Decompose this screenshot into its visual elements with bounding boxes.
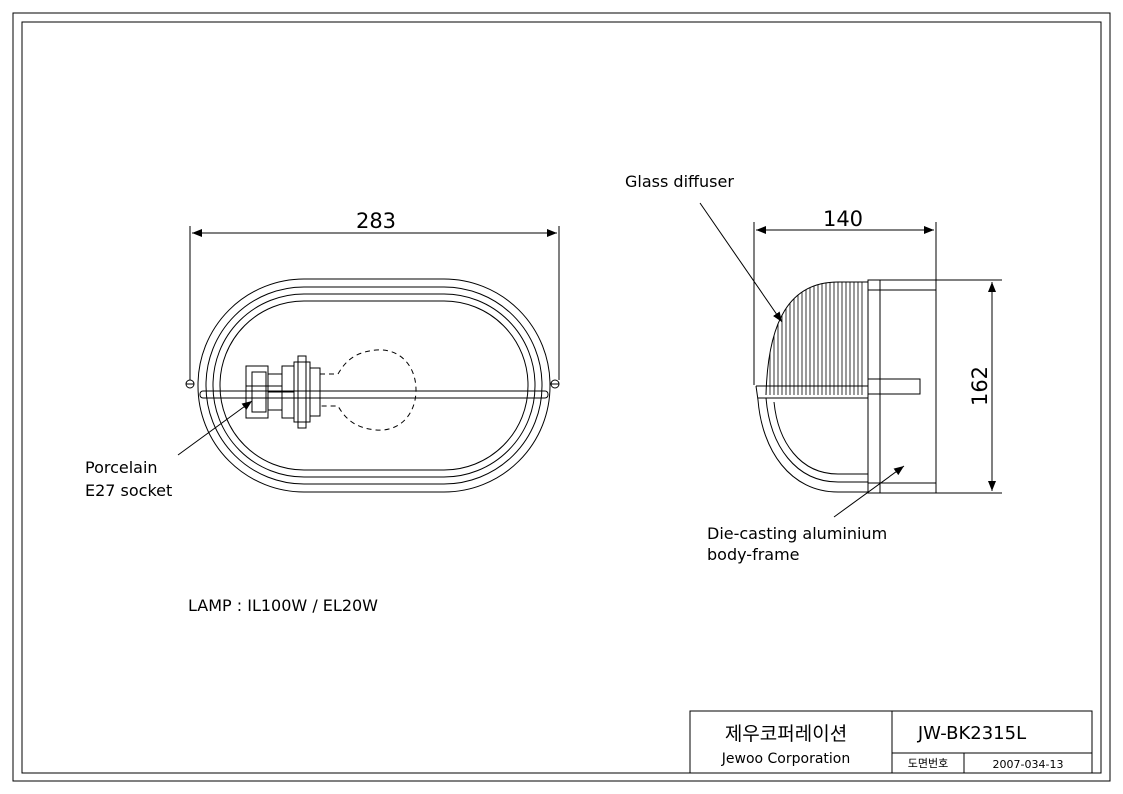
lamp-spec: LAMP : IL100W / EL20W — [188, 596, 378, 615]
title-block — [689, 710, 1093, 774]
side-bracket — [867, 378, 921, 395]
company-name-english: Jewoo Corporation — [721, 751, 850, 767]
front-width-dimension: 283 — [356, 209, 396, 233]
frame-label-line1: Die-casting aluminium — [707, 524, 887, 543]
side-height-dimension: 162 — [968, 366, 992, 406]
inner-border — [21, 21, 1102, 774]
socket-label-line2: E27 socket — [85, 481, 172, 500]
company-name-korean: 제우코퍼레이션 — [725, 723, 847, 745]
front-view — [185, 226, 560, 493]
side-guard-outer — [755, 385, 868, 493]
frame-label-line2: body-frame — [707, 545, 800, 564]
drawing-number-label: 도면번호 — [908, 757, 948, 770]
front-guard-bar — [199, 390, 549, 399]
side-depth-dimension: 140 — [823, 207, 863, 231]
front-housing-inner — [212, 293, 536, 478]
glass-ribs — [769, 282, 863, 395]
front-housing-outer — [197, 278, 551, 493]
side-view — [753, 222, 1002, 494]
lamp-bulb — [320, 349, 417, 431]
socket-label-line1: Porcelain — [85, 458, 158, 477]
leader-lines — [177, 202, 905, 518]
diffuser-label: Glass diffuser — [625, 172, 734, 191]
body-frame — [867, 279, 937, 494]
outer-border — [12, 12, 1111, 782]
diffuser-leader — [699, 202, 783, 323]
glass-diffuser-dome — [765, 281, 868, 396]
frame-leader — [833, 465, 905, 518]
model-number: JW-BK2315L — [917, 723, 1026, 744]
socket-body — [245, 355, 321, 429]
socket-leader — [177, 400, 253, 456]
drawing-number: 2007-034-13 — [993, 758, 1064, 771]
